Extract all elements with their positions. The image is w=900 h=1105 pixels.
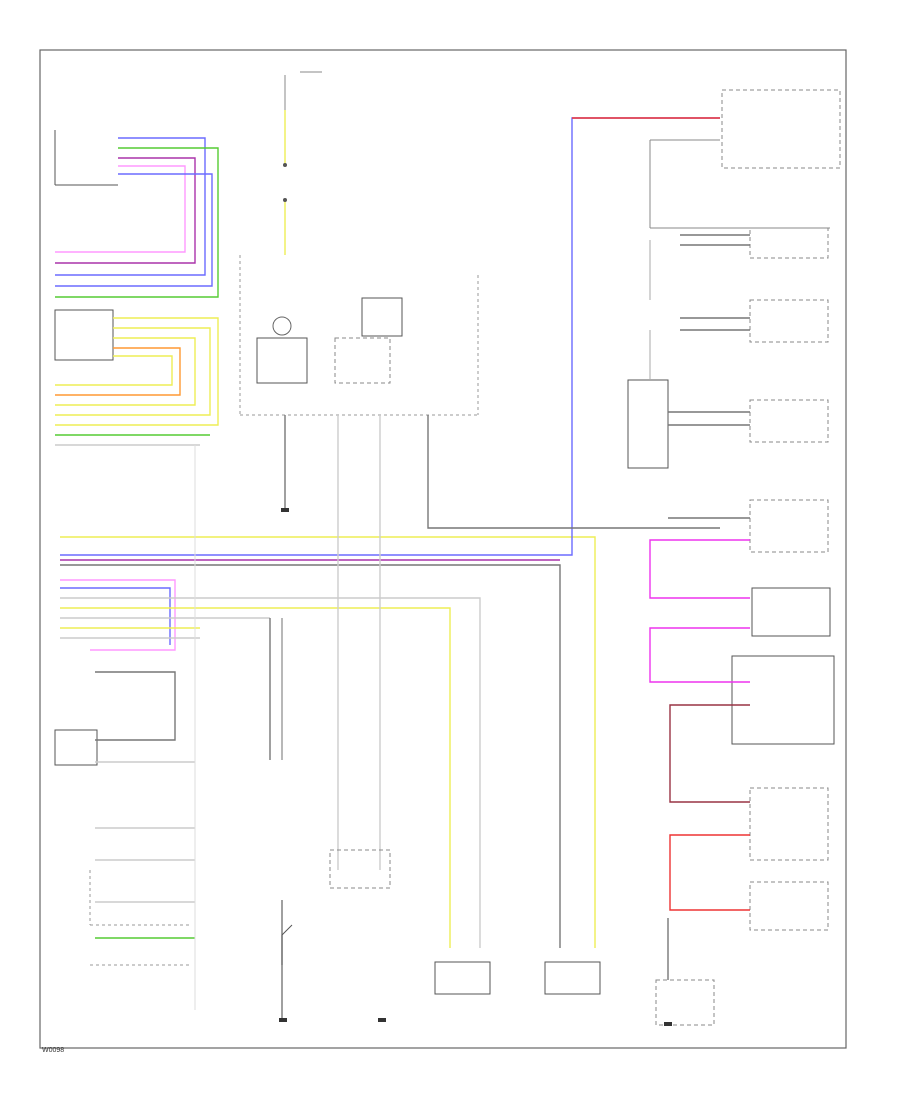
left-lower-harness <box>95 445 196 1010</box>
ignition-fuse-section <box>283 71 322 255</box>
right-junction-box <box>627 379 669 469</box>
right-harness <box>572 117 750 980</box>
right-module-4 <box>749 399 829 443</box>
diagram-frame <box>39 49 847 1049</box>
center-bus <box>60 117 720 948</box>
left-sensor-box <box>434 961 491 995</box>
footer-code: W0098 <box>42 1047 64 1054</box>
relay-box <box>361 297 403 337</box>
right-module-9 <box>749 881 829 931</box>
right-module-1 <box>721 89 841 169</box>
right-module-6 <box>751 587 831 637</box>
connector-box-b <box>54 729 98 766</box>
relay-dashed-box <box>334 337 391 384</box>
right-module-8 <box>749 787 829 861</box>
right-module-10 <box>655 979 715 1026</box>
right-components <box>627 89 841 1026</box>
right-module-3 <box>749 299 829 343</box>
fuse-relay-box <box>256 337 308 384</box>
left-middle-harness <box>55 317 219 446</box>
left-upper-harness <box>55 137 219 298</box>
connector-box-a <box>54 309 114 361</box>
right-module-5 <box>749 499 829 553</box>
right-module-7 <box>731 655 835 745</box>
ground-symbols <box>279 508 672 1026</box>
right-module-2 <box>749 227 829 259</box>
underdash-fuse-box <box>239 255 479 416</box>
left-components <box>54 130 190 966</box>
lamp-symbol <box>272 316 292 336</box>
right-sensor-box <box>544 961 601 995</box>
fuse-box-drops <box>269 415 720 1020</box>
bottom-center-components <box>281 849 601 995</box>
passenger-switch-box <box>329 849 391 889</box>
